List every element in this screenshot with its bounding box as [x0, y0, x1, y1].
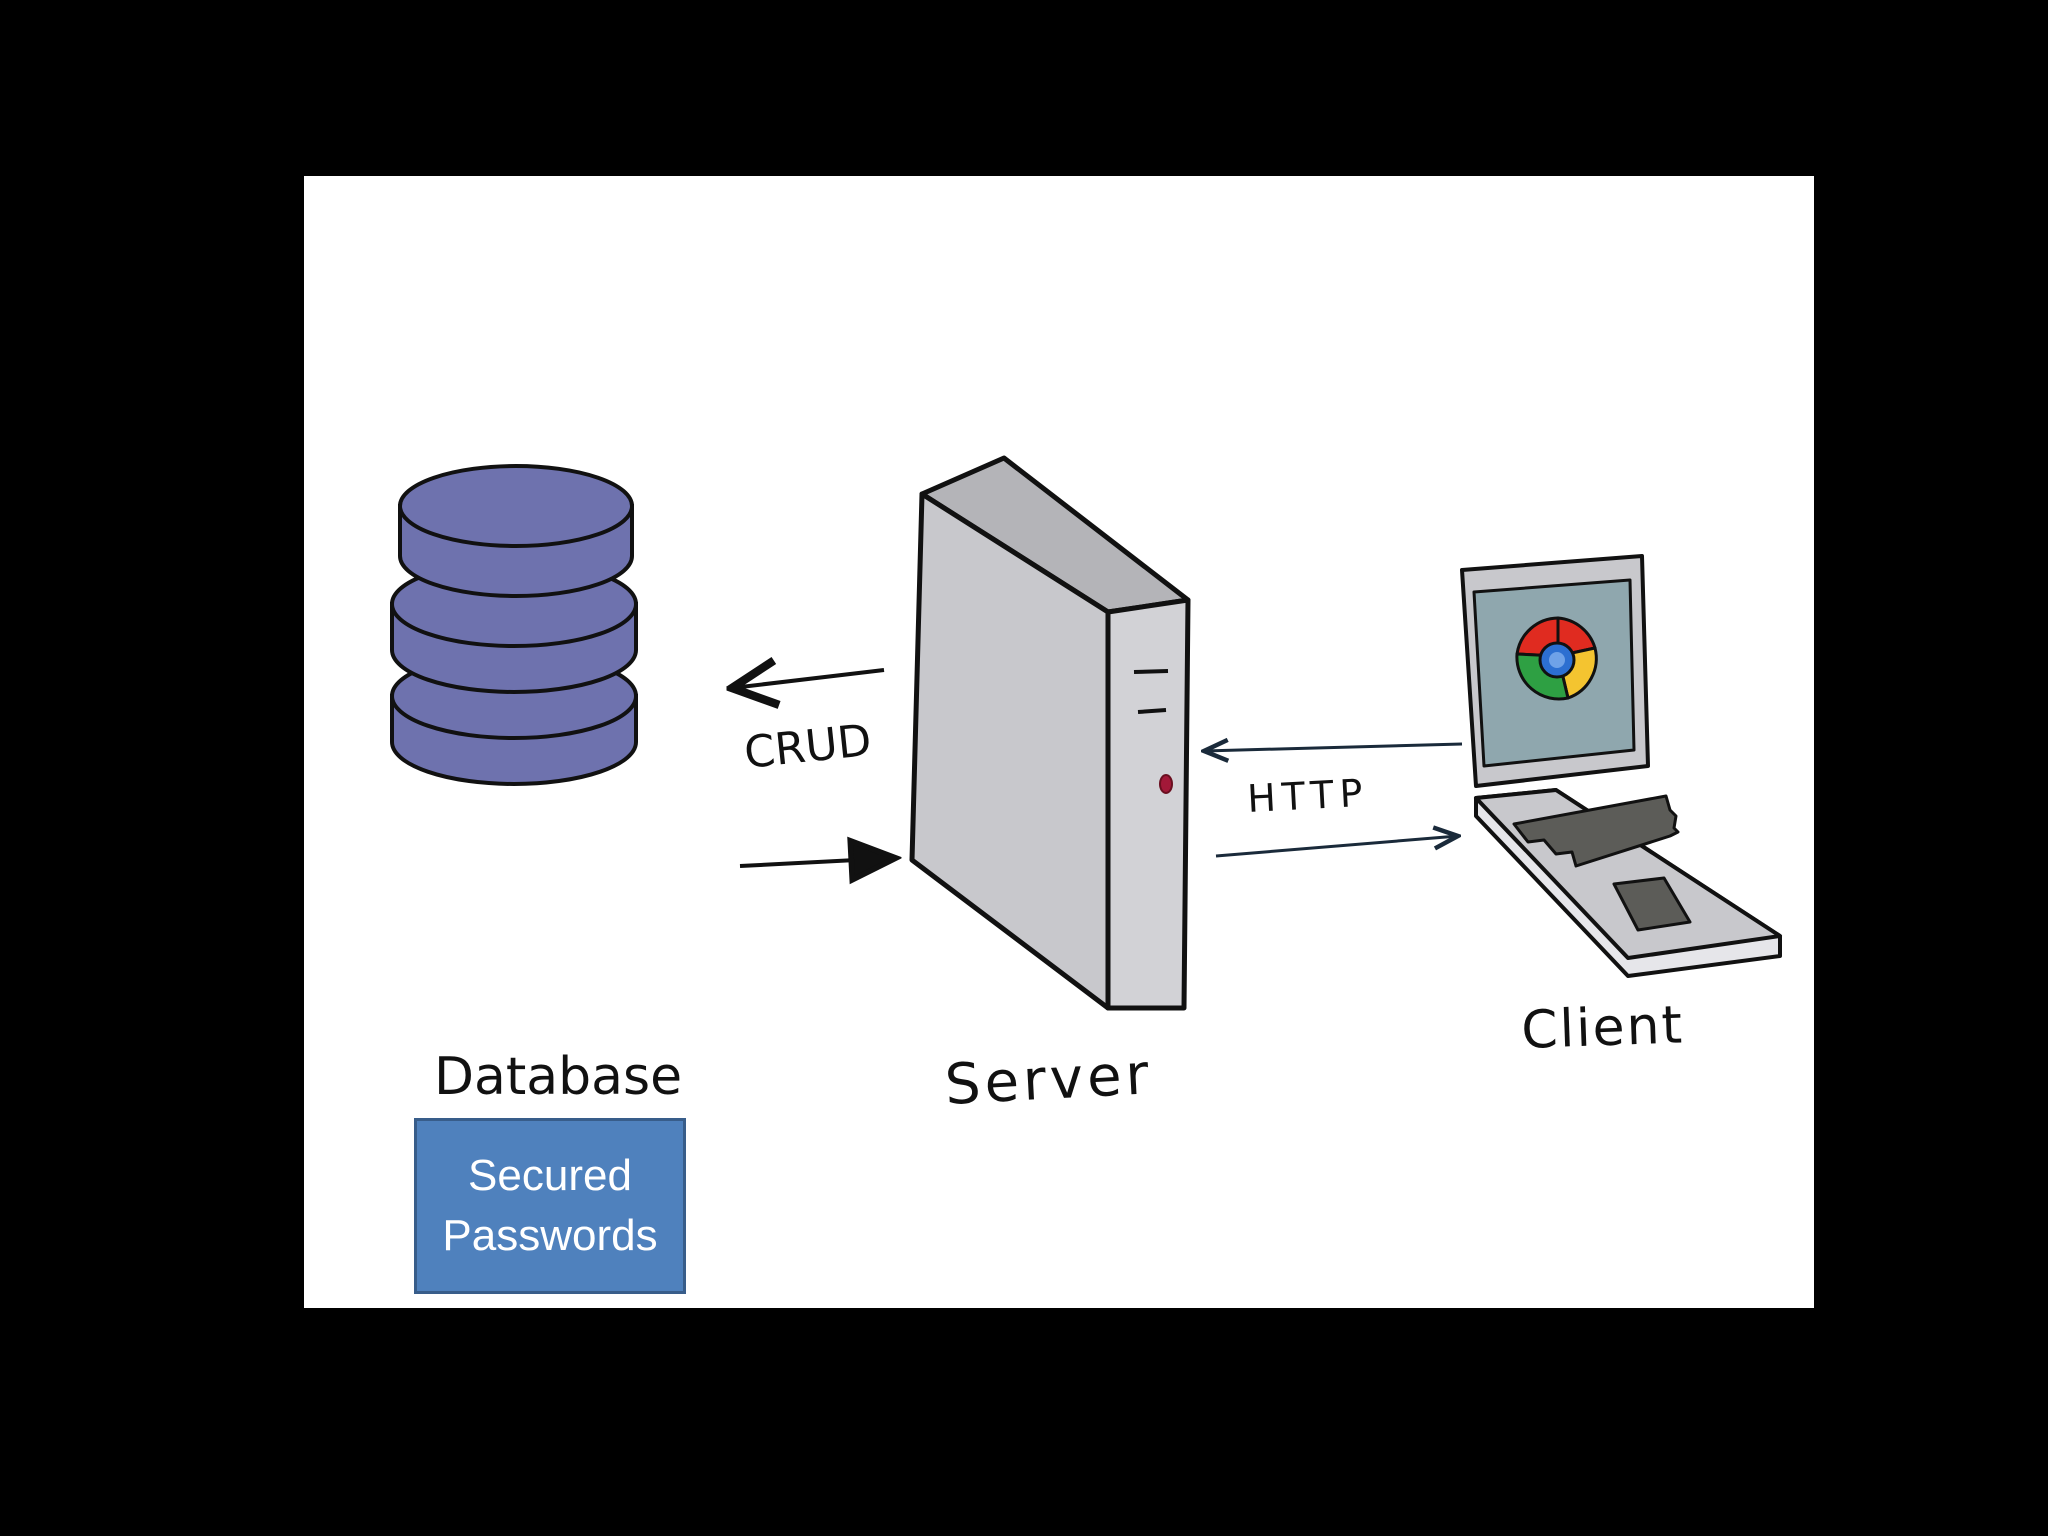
database-icon	[390, 464, 638, 786]
laptop-browser-icon	[1460, 554, 1782, 978]
architecture-diagram: CRUD HTTP	[390, 455, 1782, 1118]
client-label: Client	[1520, 995, 1685, 1061]
secured-passwords-callout: Secured Passwords	[414, 1118, 686, 1294]
crud-label: CRUD	[742, 715, 874, 779]
crud-arrow-to-server	[739, 858, 896, 866]
http-label: HTTP	[1246, 771, 1369, 821]
slide: CRUD HTTP	[304, 176, 1814, 1308]
crud-arrow-to-database	[732, 670, 885, 688]
database-label: Database	[434, 1047, 682, 1107]
server-label: Server	[943, 1042, 1154, 1118]
callout-line-2: Passwords	[442, 1211, 658, 1260]
server-tower-icon	[909, 455, 1191, 1011]
browser-logo-icon	[1515, 616, 1598, 701]
http-arrow-to-server	[1204, 744, 1463, 751]
http-arrow-to-client	[1215, 836, 1458, 858]
callout-line-1: Secured	[468, 1151, 632, 1200]
